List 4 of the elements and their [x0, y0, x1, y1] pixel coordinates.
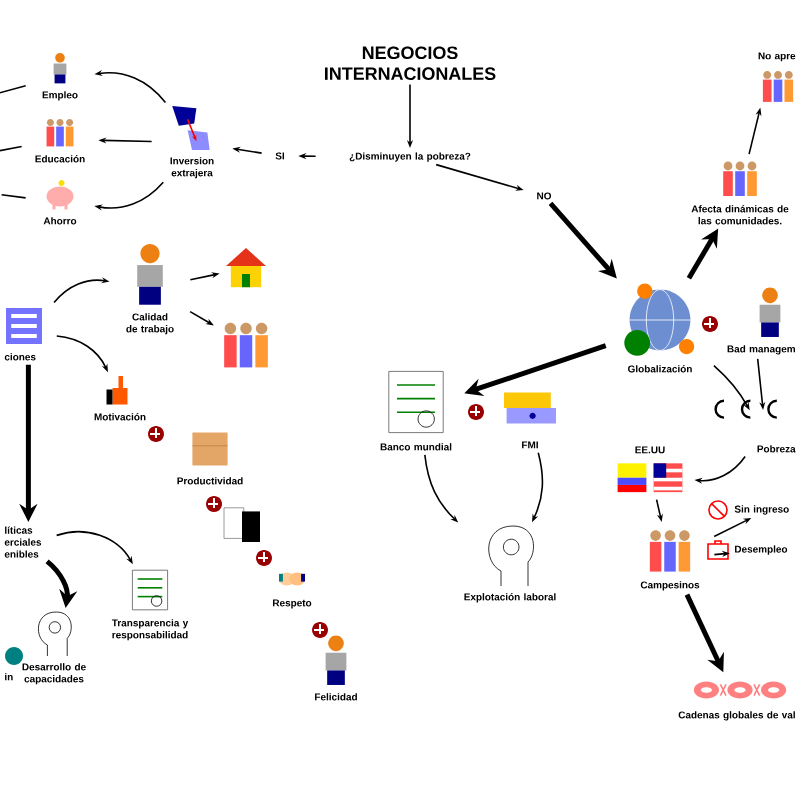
house-picture — [226, 248, 266, 288]
translate-picture — [223, 507, 260, 542]
title: NEGOCIOS INTERNACIONALES — [325, 46, 496, 81]
people-icon — [224, 322, 268, 368]
